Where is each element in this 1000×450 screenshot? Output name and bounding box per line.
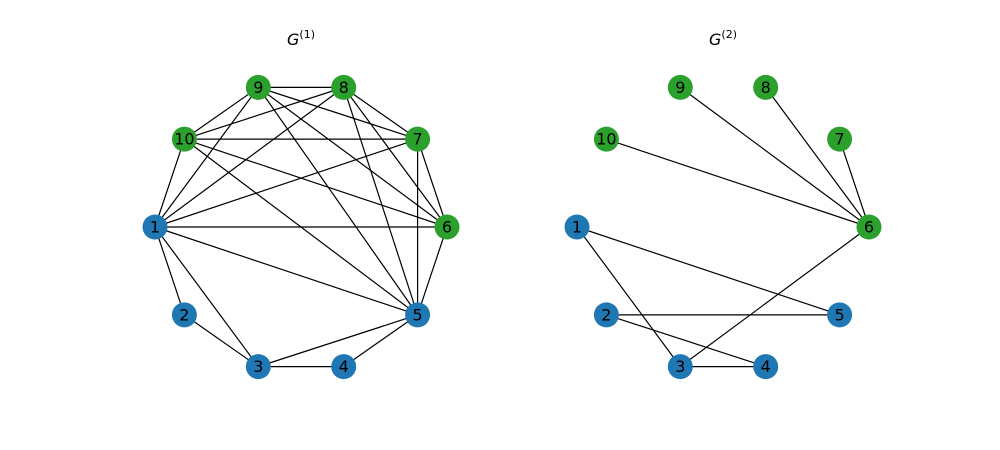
edge-1-3 [576,226,681,367]
node-circle [245,354,271,380]
node-circle [245,74,271,100]
edge-3-5 [258,314,418,368]
node-circle [856,214,882,240]
node-circle [667,74,693,100]
edge-8-5 [343,87,419,316]
node-5: 5 [827,302,853,328]
node-4: 4 [331,354,357,380]
node-label: 10 [174,130,194,149]
node-label: 1 [150,218,160,237]
edge-1-3 [154,226,259,367]
node-circle [331,354,357,380]
graph-panel-1: G(1) 1 2 3 4 5 6 7 8 9 10 [142,28,460,380]
edge-9-10 [184,86,259,140]
edge-9-6 [257,86,448,228]
node-circle [753,354,779,380]
edge-6-3 [679,226,870,368]
node-label: 3 [675,357,685,376]
node-label: 2 [601,305,611,324]
node-10: 10 [593,126,619,152]
node-label: 6 [864,218,874,237]
edge-8-7 [343,86,418,140]
node-label: 4 [761,357,771,376]
edge-8-10 [184,86,344,140]
node-circle [667,354,693,380]
node-5: 5 [405,302,431,328]
node-circle [405,302,431,328]
node-9: 9 [245,74,271,100]
edge-7-6 [839,138,870,228]
edge-1-5 [576,226,840,316]
node-circle [434,214,460,240]
node-label: 7 [413,130,423,149]
node-8: 8 [331,74,357,100]
node-label: 8 [761,78,771,97]
edge-4-5 [343,314,418,368]
node-label: 10 [596,130,616,149]
edge-7-1 [154,138,418,228]
node-circle [593,302,619,328]
edge-10-6 [606,138,870,228]
node-label: 6 [442,218,452,237]
node-label: 8 [339,78,349,97]
edge-10-1 [154,138,185,228]
node-circle [827,302,853,328]
edge-10-6 [184,138,448,228]
edge-layer [154,86,448,368]
node-7: 7 [827,126,853,152]
edge-9-1 [154,87,259,228]
node-label: 1 [572,218,582,237]
node-9: 9 [667,74,693,100]
node-label: 7 [835,130,845,149]
graph-title-1: G(1) [287,28,315,49]
edge-9-7 [258,86,418,140]
node-circle [405,126,431,152]
node-circle [753,74,779,100]
node-2: 2 [593,302,619,328]
graph-title-2: G(2) [709,28,737,49]
edge-1-2 [154,226,185,316]
edge-1-5 [154,226,418,316]
edge-layer [576,86,870,368]
edge-8-1 [154,86,345,228]
edge-2-3 [184,314,259,368]
node-layer: 1 2 3 4 5 6 7 8 9 10 [142,74,460,380]
node-label: 9 [675,78,685,97]
node-circle [171,126,197,152]
node-circle [171,302,197,328]
node-10: 10 [171,126,197,152]
node-circle [331,74,357,100]
node-2: 2 [171,302,197,328]
node-3: 3 [667,354,693,380]
node-1: 1 [564,214,590,240]
node-circle [827,126,853,152]
node-8: 8 [753,74,779,100]
edge-6-5 [417,226,448,316]
node-circle [593,126,619,152]
edge-8-6 [343,87,448,228]
node-1: 1 [142,214,168,240]
edge-9-6 [679,86,870,228]
node-label: 5 [413,305,423,324]
node-layer: 1 2 3 4 5 6 7 8 9 10 [564,74,882,380]
node-circle [564,214,590,240]
edge-2-4 [606,314,766,368]
graph-panel-2: G(2) 1 2 3 4 5 6 7 8 9 10 [564,28,882,380]
node-label: 2 [179,305,189,324]
node-7: 7 [405,126,431,152]
edge-7-6 [417,138,448,228]
node-3: 3 [245,354,271,380]
edge-8-6 [765,87,870,228]
node-circle [142,214,168,240]
node-label: 3 [253,357,263,376]
node-6: 6 [856,214,882,240]
node-6: 6 [434,214,460,240]
edge-9-5 [257,87,419,316]
node-label: 9 [253,78,263,97]
node-label: 4 [339,357,349,376]
node-label: 5 [835,305,845,324]
node-4: 4 [753,354,779,380]
